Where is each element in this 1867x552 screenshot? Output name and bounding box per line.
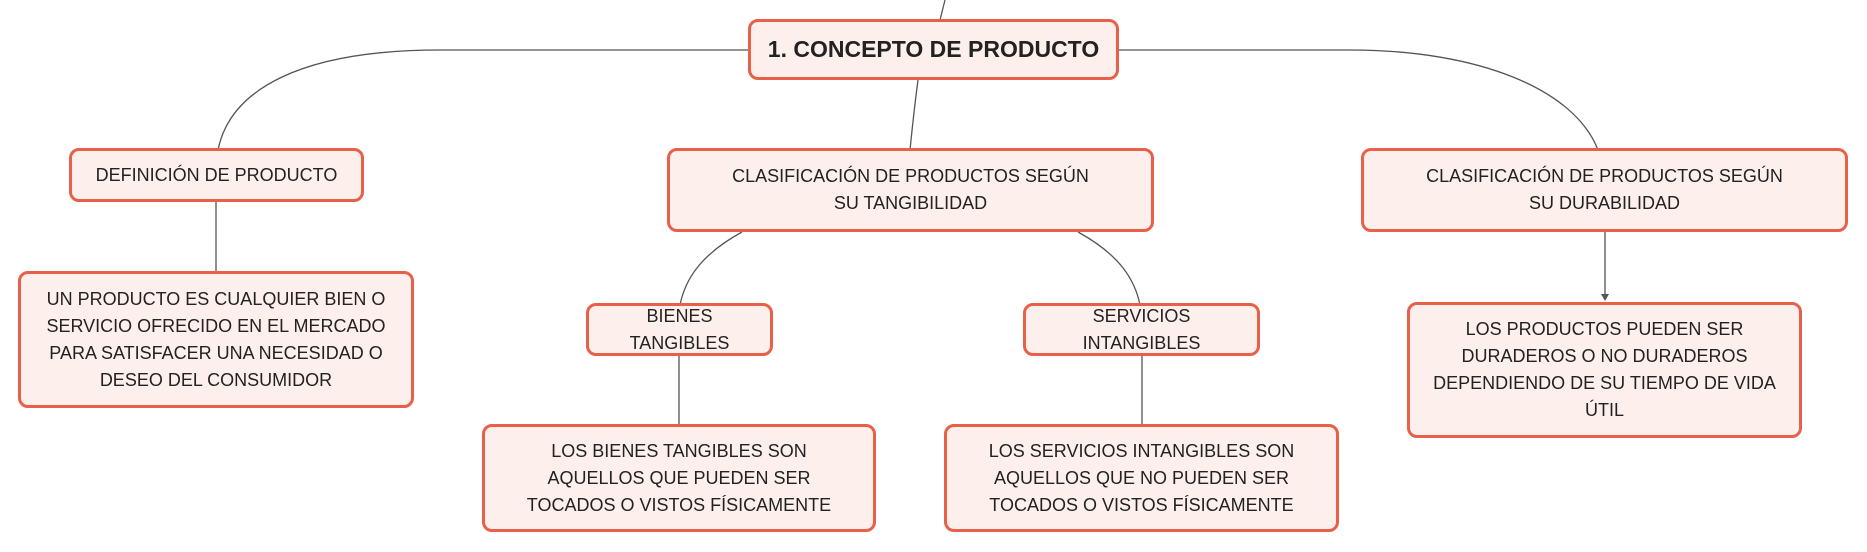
node-durabilidad-text-label: LOS PRODUCTOS PUEDEN SER DURADEROS O NO … [1433,319,1776,420]
node-servicios-text[interactable]: LOS SERVICIOS INTANGIBLES SON AQUELLOS Q… [944,424,1339,532]
node-tangibilidad[interactable]: CLASIFICACIÓN DE PRODUCTOS SEGÚN SU TANG… [667,148,1154,232]
node-definicion[interactable]: DEFINICIÓN DE PRODUCTO [69,148,364,202]
arrowhead-durabilidad-text [1601,294,1609,301]
connector-root-definicion [217,49,750,151]
node-durabilidad[interactable]: CLASIFICACIÓN DE PRODUCTOS SEGÚN SU DURA… [1361,148,1848,232]
node-root[interactable]: 1. CONCEPTO DE PRODUCTO [748,19,1119,80]
node-servicios-label: SERVICIOS INTANGIBLES [1082,305,1201,353]
node-bienes-text[interactable]: LOS BIENES TANGIBLES SON AQUELLOS QUE PU… [482,424,876,532]
node-root-label: 1. CONCEPTO DE PRODUCTO [767,36,1100,62]
connector-tangibilidad-servicios [1077,231,1141,306]
connector-root-tangibilidad [909,79,919,151]
node-durabilidad-text[interactable]: LOS PRODUCTOS PUEDEN SER DURADEROS O NO … [1407,302,1802,438]
node-definicion-label: DEFINICIÓN DE PRODUCTO [95,164,338,185]
node-bienes-text-label: LOS BIENES TANGIBLES SON AQUELLOS QUE PU… [526,440,832,515]
node-definicion-text[interactable]: UN PRODUCTO ES CUALQUIER BIEN O SERVICIO… [18,271,414,408]
node-durabilidad-label: CLASIFICACIÓN DE PRODUCTOS SEGÚN SU DURA… [1426,166,1783,213]
node-bienes[interactable]: BIENES TANGIBLES [586,303,773,356]
node-servicios-text-label: LOS SERVICIOS INTANGIBLES SON AQUELLOS Q… [988,440,1295,515]
node-bienes-label: BIENES TANGIBLES [629,305,730,353]
node-servicios[interactable]: SERVICIOS INTANGIBLES [1023,303,1260,356]
connector-top-offscreen [939,0,946,21]
connector-root-durabilidad [1118,49,1599,151]
node-definicion-text-label: UN PRODUCTO ES CUALQUIER BIEN O SERVICIO… [46,288,386,390]
node-tangibilidad-label: CLASIFICACIÓN DE PRODUCTOS SEGÚN SU TANG… [732,166,1089,213]
connector-tangibilidad-bienes [679,231,743,306]
